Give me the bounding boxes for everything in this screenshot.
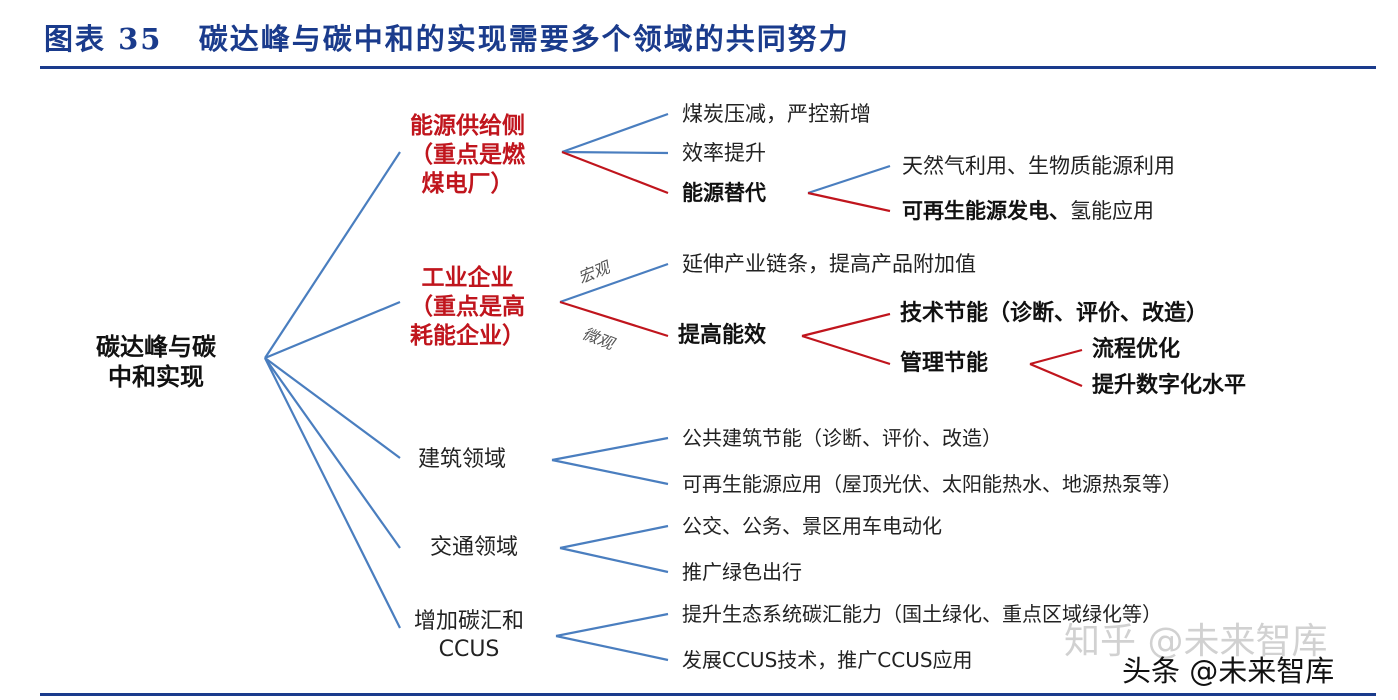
energy-red-branch: [561, 150, 669, 195]
root-line-1: 碳达峰与碳: [96, 333, 216, 361]
management-branch-1: [1029, 348, 1083, 366]
industry-line-3: 耗能企业）: [410, 323, 525, 349]
building-item-public: 公共建筑节能（诊断、评价、改造）: [682, 426, 1002, 450]
transport-item-electric: 公交、公务、景区用车电动化: [682, 514, 942, 538]
industry-item-efficiency: 提高能效: [678, 323, 767, 348]
figure-label: 图表 35: [44, 22, 163, 56]
energy-branches: [561, 112, 669, 155]
industry-macro-branch: [559, 262, 669, 304]
building-item-renewable: 可再生能源应用（屋顶光伏、太阳能热水、地源热泵等）: [682, 472, 1182, 496]
efficiency-sub-technical: 技术节能（诊断、评价、改造）: [900, 301, 1209, 326]
carbon-sink-node: 增加碳汇和 CCUS: [414, 608, 524, 664]
root-branches: [264, 151, 401, 629]
industry-line-2: （重点是高: [410, 294, 525, 320]
toutiao-watermark: 头条 @未来智库: [1122, 654, 1335, 688]
header-rule: [40, 66, 1376, 69]
transport-item-green: 推广绿色出行: [682, 560, 802, 584]
carbon-sink-line-2: CCUS: [438, 637, 500, 662]
industry-line-1: 工业企业: [421, 265, 514, 291]
carbon-sink-item-ecosystem: 提升生态系统碳汇能力（国土绿化、重点区域绿化等）: [682, 602, 1162, 626]
substitution-blue-branch: [807, 164, 891, 195]
energy-line-3: 煤电厂）: [421, 171, 514, 197]
substitution-sub-renewable: 可再生能源发电、氢能应用: [902, 198, 1154, 224]
efficiency-branch-2: [801, 334, 891, 366]
substitution-sub-gas: 天然气利用、生物质能源利用: [902, 154, 1175, 178]
root-node: 碳达峰与碳 中和实现: [96, 332, 216, 392]
carbon-sink-line-1: 增加碳汇和: [414, 609, 525, 634]
root-line-2: 中和实现: [108, 363, 204, 391]
efficiency-sub-management: 管理节能: [900, 351, 989, 376]
lower-branches: [551, 436, 669, 662]
management-branch-2: [1029, 362, 1083, 388]
energy-supply-node: 能源供给侧 （重点是燃 煤电厂）: [410, 112, 525, 199]
renewable-power-text: 可再生能源发电、: [902, 199, 1070, 223]
energy-item-substitution: 能源替代: [682, 181, 766, 205]
zhihu-watermark: 知乎 @未来智库: [1064, 621, 1328, 662]
efficiency-branch-1: [801, 312, 891, 338]
footer-rule: [40, 693, 1376, 696]
energy-item-coal: 煤炭压减，严控新增: [682, 102, 871, 126]
energy-item-efficiency: 效率提升: [682, 141, 766, 165]
energy-line-2: （重点是燃: [410, 142, 525, 168]
management-sub-process: 流程优化: [1092, 337, 1181, 362]
industry-micro-branch: [559, 300, 669, 338]
hydrogen-text: 氢能应用: [1070, 199, 1154, 223]
industry-node: 工业企业 （重点是高 耗能企业）: [410, 264, 525, 351]
substitution-red-branch: [807, 191, 891, 213]
industry-item-chain: 延伸产业链条，提高产品附加值: [682, 252, 976, 276]
transport-node: 交通领域: [430, 535, 519, 560]
figure-title: 图表 35 碳达峰与碳中和的实现需要多个领域的共同努力: [44, 16, 850, 58]
building-node: 建筑领域: [418, 447, 507, 472]
management-sub-digital: 提升数字化水平: [1092, 373, 1247, 398]
carbon-sink-item-ccus: 发展CCUS技术，推广CCUS应用: [682, 648, 973, 672]
figure-title-text: 碳达峰与碳中和的实现需要多个领域的共同努力: [198, 22, 850, 56]
energy-line-1: 能源供给侧: [410, 113, 525, 139]
